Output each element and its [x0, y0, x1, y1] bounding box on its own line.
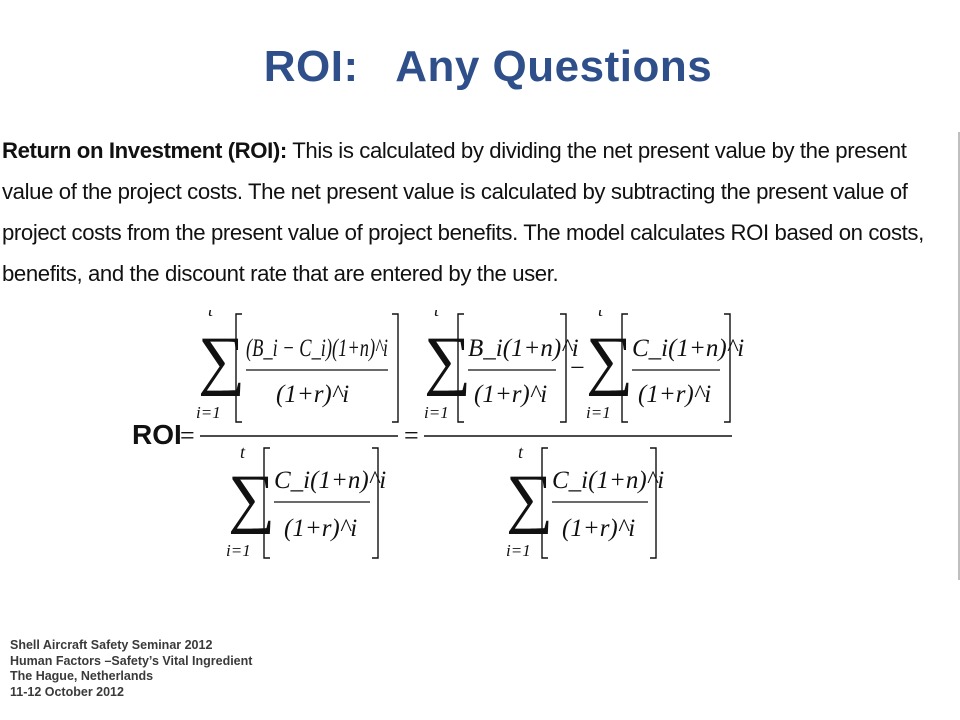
term-cost: C_i(1+n)^i: [274, 467, 386, 494]
bracket-left: [457, 313, 464, 423]
sum-lower-limit: i=1: [196, 403, 221, 422]
formula-lhs: ROI: [132, 419, 182, 450]
roi-formula: ROI = t ∑ i=1 (B_i − C_i)(1+n)^i (1+r)^i…: [132, 310, 744, 560]
term-denominator: (1+r)^i: [474, 381, 547, 408]
sum-upper-t: t: [518, 442, 524, 462]
definition-body: This is calculated by dividing the net p…: [2, 138, 924, 286]
sum-symbol: ∑: [424, 324, 471, 397]
footer-line-3: The Hague, Netherlands: [10, 669, 154, 683]
sum-upper-t: t: [208, 310, 214, 320]
image-border: [958, 132, 960, 580]
svg-text:i=1: i=1: [226, 541, 251, 560]
term-benefit: B_i(1+n)^i: [468, 335, 579, 362]
footer-line-2: Human Factors –Safety’s Vital Ingredient: [10, 653, 253, 668]
sum-upper-t: t: [434, 310, 440, 320]
term-diff: (B_i − C_i)(1+n)^i: [246, 335, 388, 362]
definition-lead: Return on Investment (ROI):: [2, 138, 287, 163]
bracket-right: [372, 447, 379, 559]
term-denominator: (1+r)^i: [638, 381, 711, 408]
bracket-right: [650, 447, 657, 559]
seminar-footer: Shell Aircraft Safety Seminar 2012 Human…: [10, 638, 410, 700]
slide-title: ROI: Any Questions: [263, 42, 713, 91]
svg-text:∑: ∑: [228, 462, 275, 535]
term-denominator: (1+r)^i: [284, 515, 357, 542]
formula-minus: −: [570, 353, 585, 382]
numerator-1: t ∑ i=1 (B_i − C_i)(1+n)^i (1+r)^i: [196, 310, 399, 423]
numerator-2-benefits: t ∑ i=1 B_i(1+n)^i (1+r)^i: [424, 310, 579, 423]
roi-definition-image: Return on Investment (ROI): This is calc…: [0, 114, 960, 582]
sum-symbol: ∑: [198, 324, 245, 397]
bracket-left: [621, 313, 628, 423]
sum-symbol: ∑: [506, 462, 553, 535]
sum-upper-t: t: [598, 310, 604, 320]
footer-line-1: Shell Aircraft Safety Seminar 2012: [10, 638, 213, 652]
sum-symbol: ∑: [586, 324, 633, 397]
formula-equals-2: =: [404, 421, 419, 450]
roi-definition-text: Return on Investment (ROI): This is calc…: [2, 130, 940, 294]
sum-lower-limit: i=1: [506, 541, 531, 560]
footer-line-4: 11-12 October 2012: [10, 684, 124, 699]
bracket-left: [235, 313, 242, 423]
bracket-right: [392, 313, 399, 423]
term-denominator-1: (1+r)^i: [276, 381, 349, 408]
svg-text:t: t: [240, 442, 246, 462]
numerator-2-costs: t ∑ i=1 C_i(1+n)^i (1+r)^i: [586, 310, 744, 423]
formula-equals-1: =: [180, 421, 195, 450]
term-denominator: (1+r)^i: [562, 515, 635, 542]
bracket-right: [724, 313, 731, 423]
term-cost: C_i(1+n)^i: [632, 335, 744, 362]
bracket-left: [541, 447, 548, 559]
term-cost: C_i(1+n)^i: [552, 467, 664, 494]
sum-lower-limit: i=1: [424, 403, 449, 422]
bracket-left: [263, 447, 270, 559]
denominator-1: t ∑ i=1 C_i(1+n)^i (1+r)^i: [226, 442, 386, 560]
denominator-2: t ∑ i=1 C_i(1+n)^i (1+r)^i: [506, 442, 664, 560]
sum-lower-limit: i=1: [586, 403, 611, 422]
bracket-right: [560, 313, 567, 423]
